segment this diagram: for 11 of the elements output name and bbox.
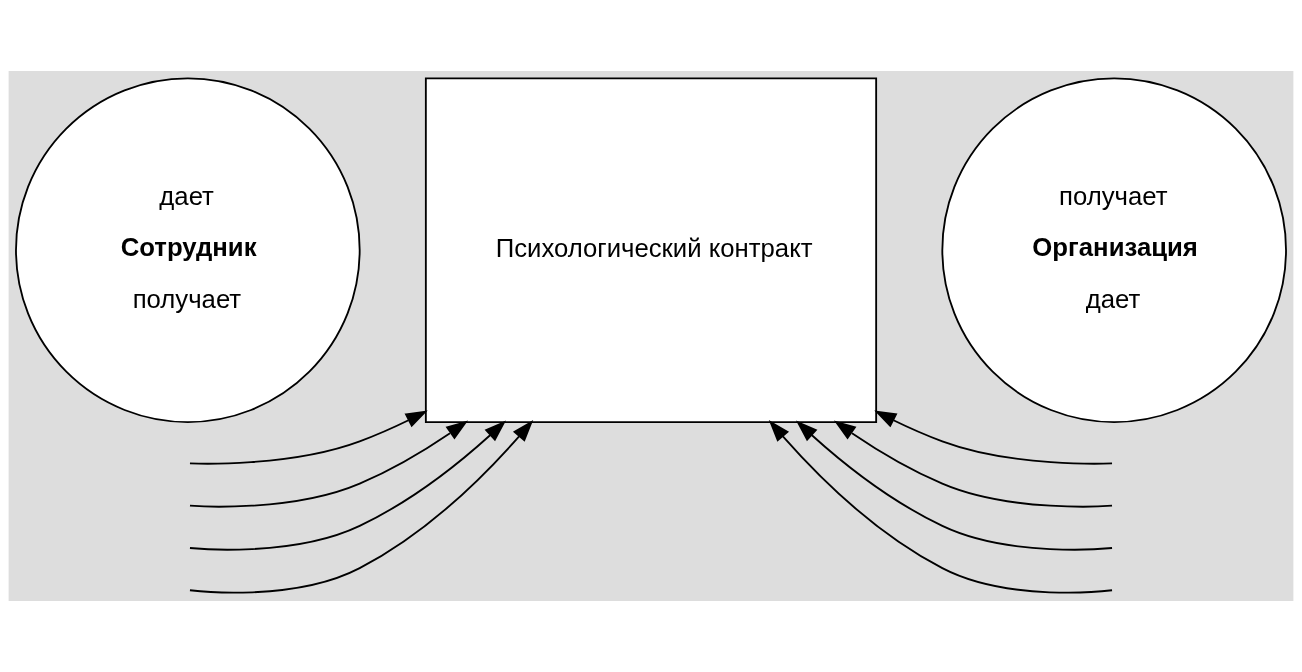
arrow — [874, 410, 1113, 465]
arrow — [189, 420, 469, 508]
node-circle: дает Сотрудник получает — [15, 77, 361, 423]
arrow — [189, 410, 428, 465]
node-circle: получает Организация дает — [941, 77, 1287, 423]
arrow — [795, 420, 1113, 551]
arrow — [189, 419, 534, 594]
node-box: Психологический контракт — [424, 77, 878, 423]
arrow — [768, 419, 1113, 594]
arrow — [189, 420, 507, 551]
arrow — [833, 420, 1113, 508]
